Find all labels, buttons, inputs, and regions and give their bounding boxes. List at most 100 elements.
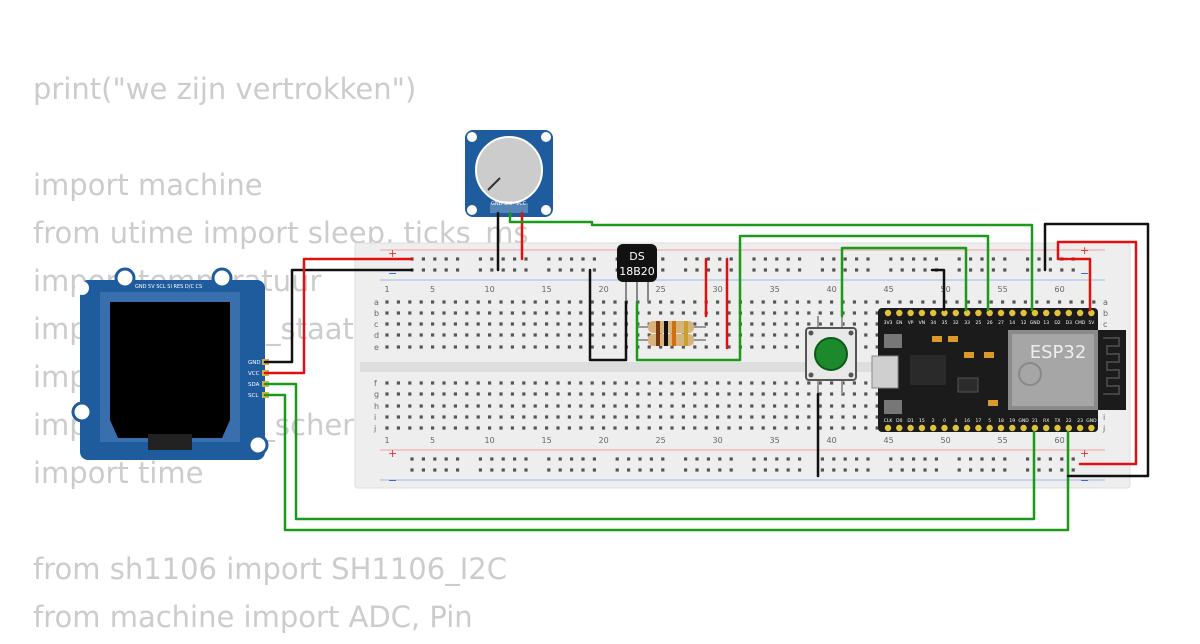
- oled-pin-label: GND: [248, 360, 261, 366]
- esp32-pin-pad: [884, 424, 892, 432]
- esp32-pin-label: 18: [998, 418, 1004, 424]
- esp32-pin-label: D2: [1054, 320, 1060, 326]
- esp32-pin-pad: [1031, 309, 1039, 317]
- row-label: d: [374, 331, 379, 340]
- row-label: i: [1103, 413, 1105, 422]
- esp32-pin-pad: [896, 309, 903, 317]
- oled-screen: [110, 302, 230, 420]
- esp32-pin-pad: [1065, 424, 1073, 432]
- wire-oled-gnd: [263, 268, 414, 364]
- esp32-pin-label: 34: [930, 320, 936, 326]
- esp32-pin-pad: [963, 424, 971, 432]
- esp32-pin-pad: [975, 309, 982, 317]
- code-line: from machine import ADC, Pin: [33, 600, 473, 634]
- column-number: 35: [770, 436, 780, 445]
- boot-button[interactable]: [884, 400, 902, 414]
- esp32-pin-label: 21: [1032, 418, 1038, 424]
- esp32-pin-pad: [952, 424, 959, 432]
- esp32-pin-label: 17: [976, 418, 982, 424]
- column-number: 1: [384, 285, 389, 294]
- esp32-pin-label: TX: [1054, 418, 1061, 424]
- esp32-pin-label: 5: [988, 418, 991, 424]
- wire-pot-sig: [508, 211, 1034, 312]
- esp32-chip-label: ESP32: [1030, 342, 1087, 363]
- esp32-pin-label: 23: [1077, 418, 1083, 424]
- row-label: f: [374, 379, 377, 388]
- wire-esp-gnd-top: [930, 268, 946, 312]
- esp32-pin-label: 19: [1009, 418, 1015, 424]
- esp32-pin-pad: [941, 309, 948, 317]
- rail-minus-top-left: −: [388, 267, 397, 280]
- esp32-pin-label: D3: [1066, 320, 1072, 326]
- row-label: h: [374, 402, 379, 411]
- row-label: c: [374, 320, 378, 329]
- sensor-label-line2: 18B20: [619, 265, 655, 278]
- column-labels: 1155101015152020252530303535404045455050…: [384, 285, 1064, 445]
- esp32-pin-label: D0: [896, 418, 902, 424]
- wire-sensor-data: [635, 234, 990, 362]
- oled-pin-label: VCC: [248, 371, 260, 377]
- push-button[interactable]: [805, 316, 857, 394]
- esp32-pin-pad: [1088, 424, 1095, 432]
- esp32-pin-pad: [1020, 424, 1027, 432]
- oled-pin-label: SCL: [248, 393, 259, 399]
- rail-minus-top-right: −: [1080, 267, 1089, 280]
- esp32-pin-label: 5V: [1088, 320, 1095, 326]
- esp32-pin-label: RX: [1043, 418, 1049, 424]
- row-label: a: [374, 298, 379, 307]
- circuit-canvas: aabbccddeeffgghhiijj 1155101015152020252…: [71, 130, 1150, 532]
- ds18b20-sensor[interactable]: DS 18B20: [617, 244, 657, 302]
- column-number: 20: [599, 436, 609, 445]
- esp32-pin-label: 3V3: [884, 320, 893, 326]
- wire-oled-sda: [263, 382, 1036, 521]
- column-number: 5: [430, 285, 435, 294]
- row-label: c: [1103, 320, 1107, 329]
- column-number: 50: [941, 285, 951, 294]
- oled-display-module[interactable]: GND 5V SCL SI RES D/C CS GND VCC SDA SCL: [71, 267, 269, 460]
- code-line: import time: [33, 456, 204, 490]
- esp32-pin-pad: [1020, 309, 1027, 317]
- esp32-pin-pad: [1065, 309, 1073, 317]
- esp32-pin-pad: [975, 424, 982, 432]
- resistor[interactable]: [636, 321, 706, 346]
- rail-plus-top-left: +: [388, 247, 397, 260]
- column-number: 10: [485, 285, 495, 294]
- column-number: 60: [1055, 436, 1065, 445]
- code-line: print("we zijn vertrokken"): [33, 72, 417, 106]
- en-button[interactable]: [884, 334, 902, 348]
- row-label: j: [1102, 424, 1105, 433]
- column-number: 25: [656, 285, 666, 294]
- esp32-pin-label: 25: [976, 320, 982, 326]
- column-number: 35: [770, 285, 780, 294]
- wire-esp-3v3: [1068, 257, 1092, 312]
- column-number: 10: [485, 436, 495, 445]
- code-line: import machine: [33, 168, 263, 202]
- column-number: 30: [713, 436, 723, 445]
- column-number: 45: [884, 285, 894, 294]
- potentiometer[interactable]: GND SIG VCC: [465, 130, 553, 217]
- esp32-pin-pad: [963, 309, 971, 317]
- wire-button-signal: [840, 246, 968, 318]
- esp32-pin-label: VN: [919, 320, 925, 326]
- pot-pin-sig: SIG: [504, 201, 513, 207]
- column-number: 40: [827, 436, 837, 445]
- column-number: 15: [542, 285, 552, 294]
- esp32-pin-label: GND: [1086, 418, 1097, 424]
- esp32-pin-label: 33: [964, 320, 970, 326]
- esp32-pin-label: D1: [907, 418, 913, 424]
- esp32-pin-pad: [941, 424, 948, 432]
- column-number: 40: [827, 285, 837, 294]
- esp32-pin-pad: [896, 424, 903, 432]
- esp32-pin-pad: [1076, 424, 1084, 432]
- rail-plus-bottom-right: +: [1080, 447, 1089, 460]
- potentiometer-knob[interactable]: [475, 136, 543, 204]
- esp32-pin-pad: [907, 424, 914, 432]
- column-number: 15: [542, 436, 552, 445]
- esp32-pin-label: GND: [1018, 418, 1029, 424]
- row-label: g: [374, 390, 379, 399]
- oled-pin-label: SDA: [248, 382, 260, 388]
- oled-top-pin-labels: GND 5V SCL SI RES D/C CS: [135, 284, 202, 290]
- row-label: b: [1103, 309, 1108, 318]
